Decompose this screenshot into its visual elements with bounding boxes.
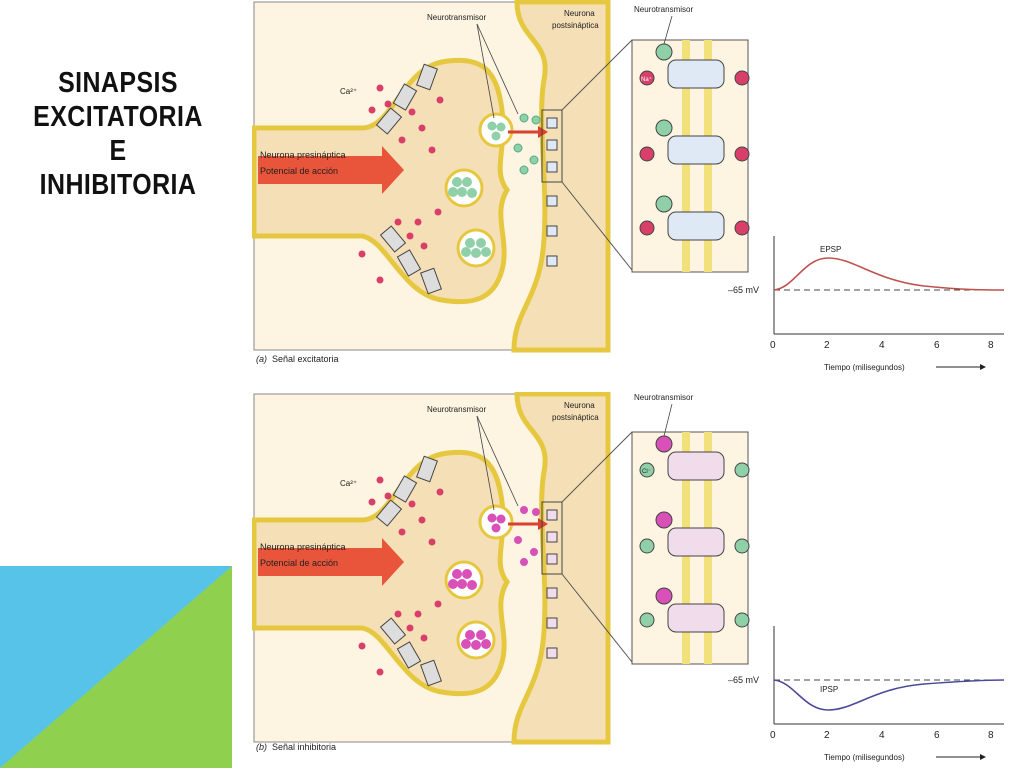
ipsp-x-axis-label: Tiempo (milisegundos)	[824, 753, 905, 762]
ipsp-graph: IPSP –65 mV 0 2 4 6 8 Tiempo (milisegund…	[728, 626, 1005, 762]
zoom-neurotransmitter-label: Neurotransmisor	[634, 393, 693, 402]
ipsp-tick-6: 6	[934, 730, 940, 741]
slide-title: SINAPSIS EXCITATORIA E INHIBITORIA	[22, 66, 215, 202]
caption-text: Señal excitatoria	[272, 354, 339, 364]
postsynaptic-label-line1: Neurona	[564, 9, 595, 18]
excitatory-synapse-diagram: Neurona presináptica Potencial de acción…	[252, 0, 750, 364]
ipsp-tick-4: 4	[879, 730, 885, 741]
ipsp-label: IPSP	[820, 685, 838, 694]
postsynaptic-label-line2: postsináptica	[552, 21, 599, 30]
title-line-2: EXCITATORIA	[33, 101, 203, 133]
ion-label: Na⁺	[641, 76, 652, 83]
presynaptic-label: Neurona presináptica	[260, 542, 346, 552]
calcium-label: Ca²⁺	[340, 87, 357, 96]
neurotransmitter-label: Neurotransmisor	[427, 13, 486, 22]
epsp-graph: EPSP –65 mV 0 2 4 6 8 Tiempo (milisegund…	[728, 236, 1005, 372]
caption-letter: (b)	[256, 742, 267, 752]
epsp-tick-6: 6	[934, 340, 940, 351]
ipsp-tick-8: 8	[988, 730, 994, 741]
receptor-group	[639, 435, 750, 633]
receptor-group	[639, 43, 750, 241]
epsp-tick-4: 4	[879, 340, 885, 351]
title-line-3: E	[109, 135, 127, 167]
ipsp-tick-2: 2	[824, 730, 830, 741]
postsynaptic-label-line1: Neurona	[564, 401, 595, 410]
title-line-4: INHIBITORIA	[39, 169, 197, 201]
epsp-tick-0: 0	[770, 340, 776, 351]
caption-letter: (a)	[256, 354, 267, 364]
inhibitory-synapse-diagram: Neurona presináptica Potencial de acción…	[252, 392, 750, 752]
epsp-tick-8: 8	[988, 340, 994, 351]
ipsp-tick-0: 0	[770, 730, 776, 741]
epsp-tick-2: 2	[824, 340, 830, 351]
action-potential-label: Potencial de acción	[260, 558, 338, 568]
presynaptic-label: Neurona presináptica	[260, 150, 346, 160]
ion-label: Cl⁻	[642, 469, 651, 475]
epsp-x-axis-label: Tiempo (milisegundos)	[824, 363, 905, 372]
neurotransmitter-label: Neurotransmisor	[427, 405, 486, 414]
calcium-label: Ca²⁺	[340, 479, 357, 488]
ipsp-baseline-label: –65 mV	[728, 675, 759, 685]
epsp-label: EPSP	[820, 245, 841, 254]
zoom-neurotransmitter-label: Neurotransmisor	[634, 5, 693, 14]
corner-decoration	[0, 566, 232, 768]
postsynaptic-label-line2: postsináptica	[552, 413, 599, 422]
caption-text: Señal inhibitoria	[272, 742, 336, 752]
epsp-baseline-label: –65 mV	[728, 285, 759, 295]
action-potential-label: Potencial de acción	[260, 166, 338, 176]
title-line-1: SINAPSIS	[58, 67, 178, 99]
